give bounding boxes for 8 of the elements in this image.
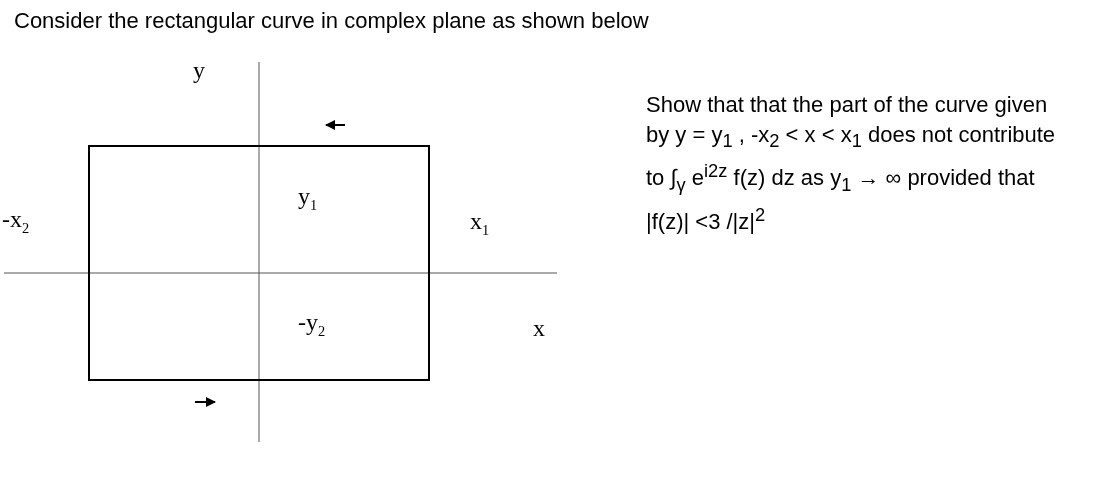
- point-label: -x$_{2}$: [2, 207, 30, 236]
- title: Consider the rectangular curve in complex plane as shown below: [14, 8, 649, 34]
- point-label: x$_{1}$: [470, 209, 490, 238]
- point-label: y$_{1}$: [298, 184, 318, 213]
- point-label: -y$_{2}$: [298, 310, 326, 339]
- problem-text: Show that that the part of the curve given by y = y$_{1}$ , -x$_{2}$ < x < x$_{1}$ does not contribute to ∫$_{γ}$ e$^{i2z}$ f(z) dz as y$_{1}$ → ∞ provided that |f(z)| <3 /|z|$^{2}$: [646, 91, 1057, 237]
- axis-label: x: [533, 316, 545, 340]
- axis-label: y: [193, 58, 205, 82]
